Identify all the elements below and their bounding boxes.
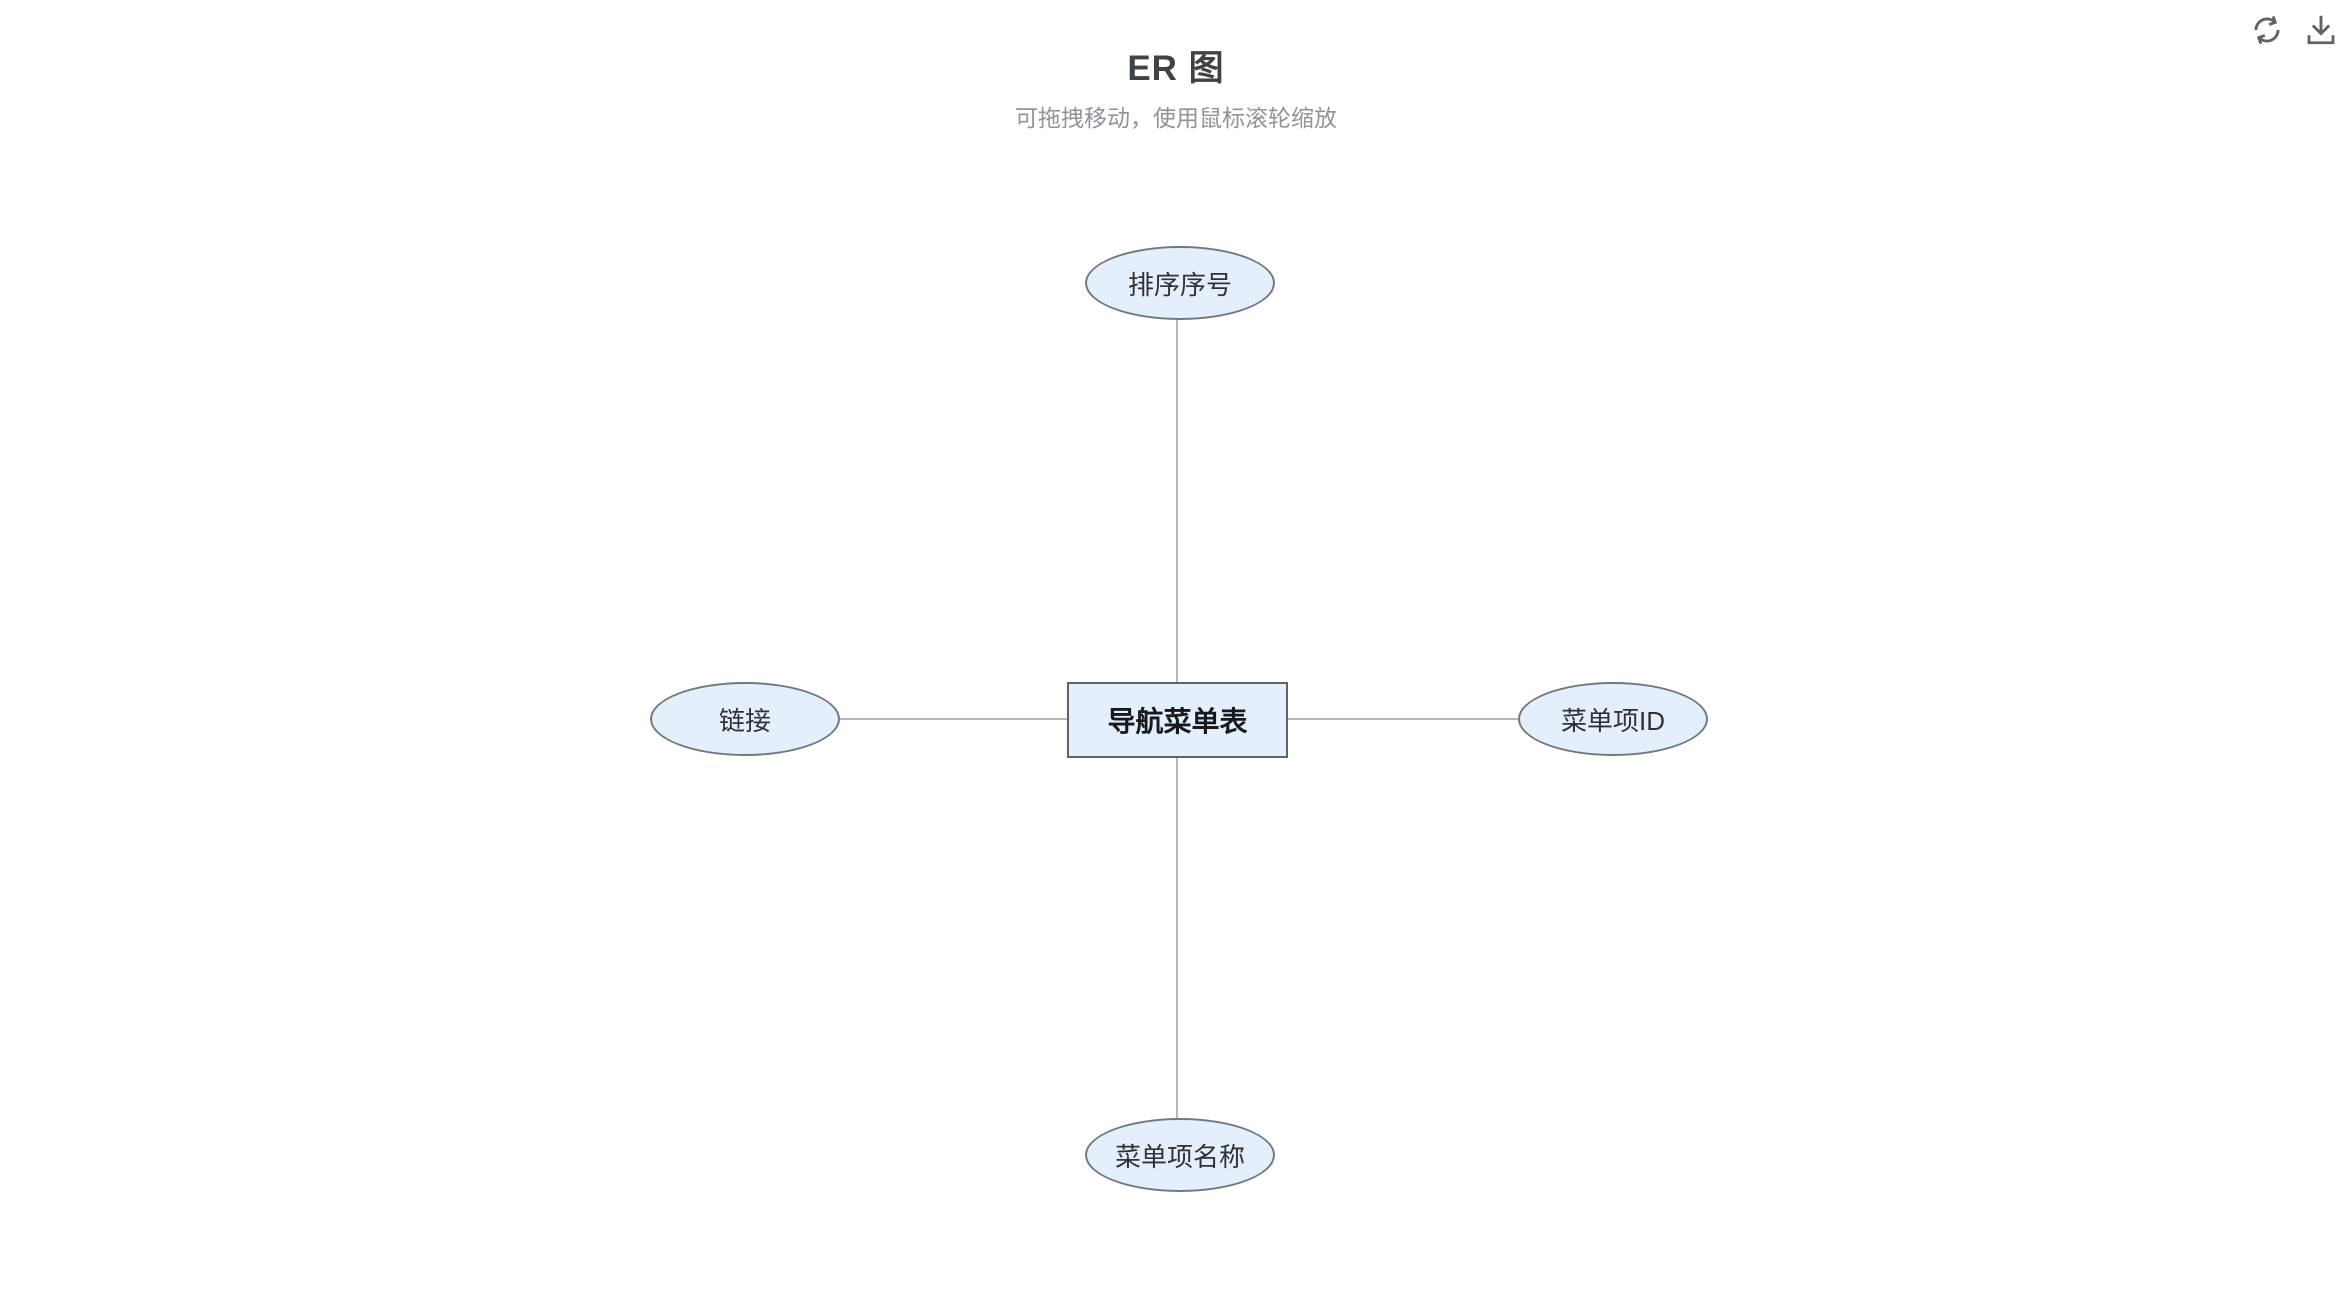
download-button[interactable] xyxy=(2302,12,2340,50)
refresh-button[interactable] xyxy=(2248,12,2286,50)
download-icon xyxy=(2303,12,2339,51)
toolbar xyxy=(2248,12,2340,50)
attribute-node-bottom[interactable]: 菜单项名称 xyxy=(1085,1118,1275,1192)
connector-entity-left xyxy=(840,718,1067,720)
entity-label: 导航菜单表 xyxy=(1107,706,1248,737)
attribute-label: 菜单项ID xyxy=(1560,705,1665,736)
connector-entity-bottom xyxy=(1176,758,1178,1118)
attribute-node-right[interactable]: 菜单项ID xyxy=(1518,682,1708,756)
refresh-icon xyxy=(2249,12,2285,51)
attribute-label: 菜单项名称 xyxy=(1114,1141,1245,1172)
attribute-node-top[interactable]: 排序序号 xyxy=(1085,246,1275,320)
page-title: ER 图 xyxy=(1127,49,1225,88)
connector-entity-right xyxy=(1288,718,1518,720)
connector-entity-top xyxy=(1176,320,1178,682)
attribute-node-left[interactable]: 链接 xyxy=(650,682,840,756)
entity-node[interactable]: 导航菜单表 xyxy=(1067,682,1288,758)
page-subtitle: 可拖拽移动，使用鼠标滚轮缩放 xyxy=(1015,105,1337,131)
attribute-label: 排序序号 xyxy=(1127,269,1232,300)
attribute-label: 链接 xyxy=(718,705,771,736)
